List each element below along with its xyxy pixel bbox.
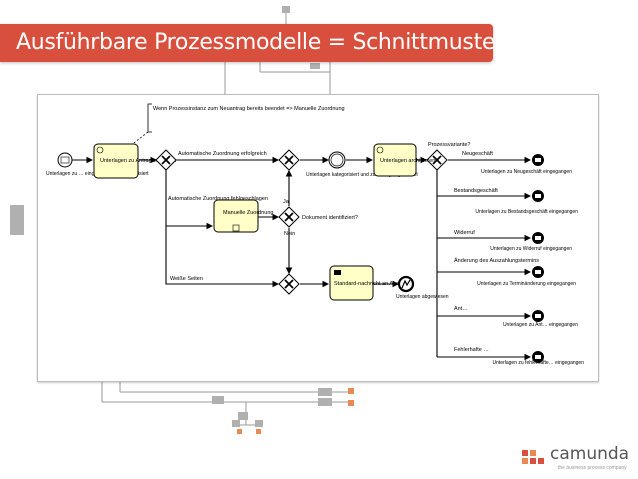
flow-auto-label: Automatische Zuordnung erfolgreich bbox=[178, 151, 267, 157]
flow-auto-failed-label: Automatische Zuordnung fehlgeschlagen bbox=[168, 196, 268, 202]
branch-label: Ant… bbox=[454, 306, 468, 312]
task-archive-label: Unterlagen archivieren bbox=[380, 158, 435, 164]
envelope-icon bbox=[60, 156, 70, 164]
end-event-label: Unterlagen zu Bestandsgeschäft eingegang… bbox=[475, 209, 578, 215]
end-event-label: Unterlagen zu fehlerhafte… eingegangen bbox=[493, 360, 585, 366]
gateway-1 bbox=[155, 149, 177, 171]
end-events bbox=[532, 154, 544, 363]
error-icon bbox=[401, 279, 411, 289]
end-event-label: Unterlagen zu Widerruf eingegangen bbox=[490, 246, 572, 252]
intermediate-event bbox=[328, 151, 346, 169]
gateway-question-label: Dokument identifiziert? bbox=[302, 215, 358, 221]
subprocess-marker-icon bbox=[232, 224, 240, 232]
branch-label: Neugeschäft bbox=[462, 151, 493, 157]
label-nein: Nein bbox=[284, 231, 295, 237]
task-message-label: Standard-nachricht an Absender bbox=[334, 281, 413, 287]
slide-title: Ausführbare Prozessmodelle = Schnittmust… bbox=[16, 30, 516, 55]
gateway-2 bbox=[278, 149, 300, 171]
camunda-logo-mark bbox=[522, 450, 544, 464]
end-event-label: Unterlagen zu Neugeschäft eingegangen bbox=[481, 169, 572, 175]
camunda-logo: camunda the business process company bbox=[520, 444, 630, 472]
title-banner: Ausführbare Prozessmodelle = Schnittmust… bbox=[0, 24, 516, 62]
task-archive-documents bbox=[373, 143, 417, 177]
error-event-label: Unterlagen abgewiesen bbox=[396, 294, 449, 300]
gateway-3 bbox=[278, 273, 300, 295]
branch-label: Änderung des Auszahlungstermins bbox=[454, 257, 539, 264]
gear-icon bbox=[96, 146, 104, 154]
gateway-process-variant bbox=[426, 149, 448, 171]
task-manual-assignment bbox=[213, 199, 259, 233]
end-event-label: Unterlagen zu Terminänderung eingegangen bbox=[477, 281, 576, 287]
task-assign-documents bbox=[93, 143, 139, 179]
camunda-wordmark: camunda bbox=[550, 444, 630, 464]
intermediate-event-label: Unterlagen kategorisiert und zu Antrag z… bbox=[306, 172, 418, 178]
process-variant-label: Prozessvariante? bbox=[428, 142, 471, 148]
send-envelope-icon bbox=[334, 270, 341, 275]
branch-label: Bestandsgeschäft bbox=[454, 188, 498, 194]
camunda-tagline: the business process company bbox=[558, 465, 627, 471]
branch-label: Widerruf bbox=[454, 230, 475, 236]
task-assign-label: Unterlagen zu Antrag zuordnen bbox=[100, 158, 176, 164]
flow-white-label: Weiße Seiten bbox=[170, 276, 203, 282]
task-manual-label: Manuelle Zuordnung bbox=[223, 210, 273, 216]
gateway-document-identified bbox=[278, 206, 300, 228]
end-event-label: Unterlagen zu Ant… eingegangen bbox=[503, 322, 578, 328]
annotation-text: Wenn Prozessinstanz zum Neuantrag bereit… bbox=[153, 106, 345, 112]
gear-icon bbox=[376, 146, 384, 154]
label-ja: Ja bbox=[283, 199, 290, 205]
branch-label: Fehlerhafte … bbox=[454, 347, 489, 353]
